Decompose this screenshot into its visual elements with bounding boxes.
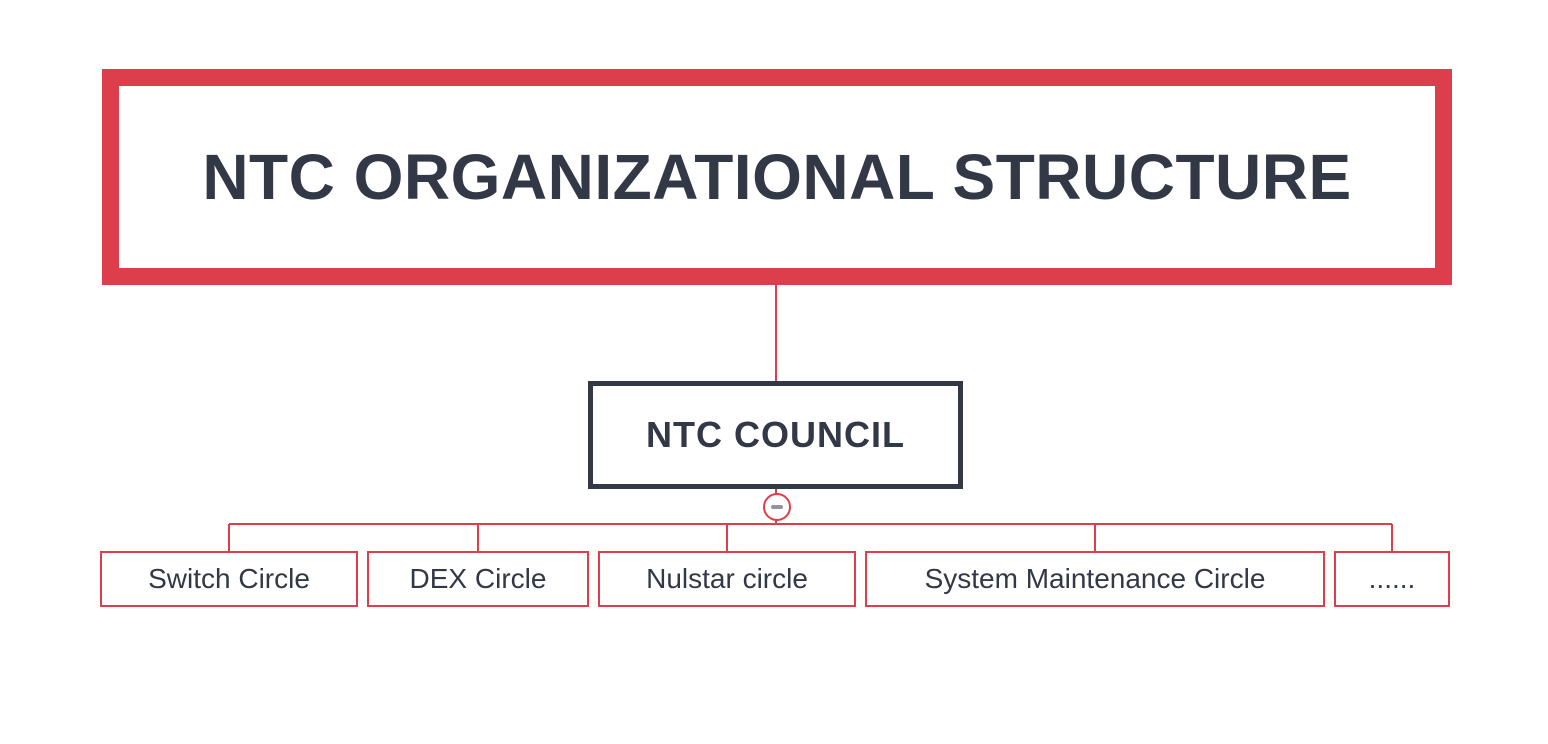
root-node[interactable]: NTC ORGANIZATIONAL STRUCTURE	[102, 69, 1452, 285]
child-node-label: ......	[1368, 563, 1416, 594]
child-node-dex-circle[interactable]: DEX Circle	[367, 551, 589, 607]
council-node-title: NTC COUNCIL	[646, 414, 905, 455]
child-node-more[interactable]: ......	[1334, 551, 1450, 607]
collapse-toggle-button[interactable]	[763, 493, 791, 521]
child-node-label: Nulstar circle	[646, 563, 808, 594]
root-node-title: NTC ORGANIZATIONAL STRUCTURE	[202, 141, 1352, 213]
child-node-label: Switch Circle	[148, 563, 310, 594]
child-node-label: System Maintenance Circle	[924, 563, 1266, 594]
child-node-switch-circle[interactable]: Switch Circle	[100, 551, 358, 607]
collapse-minus-icon	[771, 505, 783, 509]
child-node-label: DEX Circle	[409, 563, 547, 594]
child-node-system-maintenance-circle[interactable]: System Maintenance Circle	[865, 551, 1325, 607]
council-node[interactable]: NTC COUNCIL	[588, 381, 963, 489]
child-node-nulstar-circle[interactable]: Nulstar circle	[598, 551, 856, 607]
